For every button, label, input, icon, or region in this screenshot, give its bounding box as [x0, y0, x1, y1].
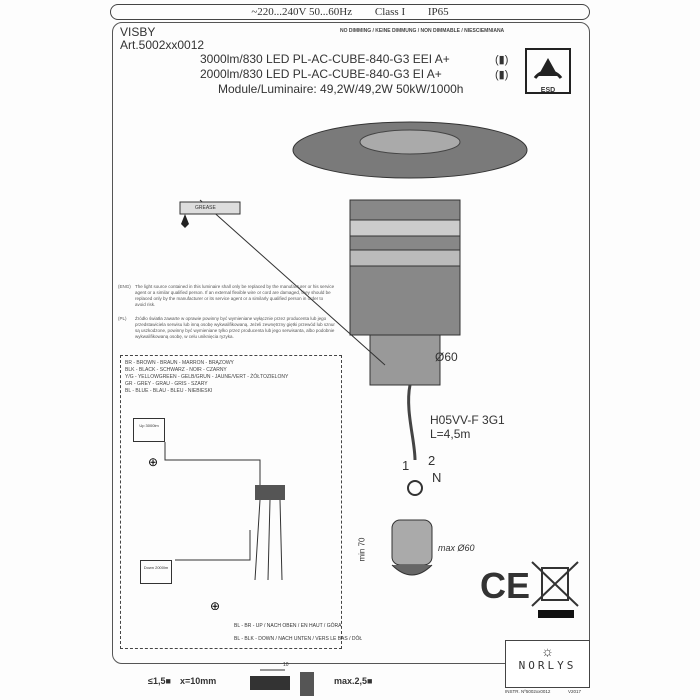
legend-item: BLK - BLACK - SCHWARZ - NOIR - CZARNY: [125, 367, 227, 373]
color-legend: BR - BROWN - BRAUN - MARRON - BRĄZOWY BL…: [125, 360, 288, 395]
grease-label: GREASE: [195, 205, 216, 211]
svg-text:⊕: ⊕: [148, 455, 158, 469]
esd-symbol: ESD: [525, 48, 571, 94]
power-line: Module/Luminaire: 49,2W/49,2W 50kW/1000h: [218, 82, 464, 96]
cable-length: L=4,5m: [430, 427, 471, 441]
up-label: BL - BR: [234, 623, 252, 629]
article-number: Art.5002xx0012: [120, 38, 205, 52]
eng-note: The light source contained in this lumin…: [135, 284, 335, 307]
module-up: Up 3000lm: [133, 418, 165, 442]
legend-item: BL - BLUE - BLAU - BLEU - NIEBIESKI: [125, 388, 213, 394]
down-text: - DOWN / NACH UNTEN / VERS LE BAS / DÓŁ: [255, 636, 363, 642]
voltage-spec: ~220...240V 50...60Hz: [251, 6, 353, 18]
wiring-up-note: BL - BR - UP / NACH OBEN / EN HAUT / GÓR…: [234, 623, 341, 629]
svg-text:⊕: ⊕: [210, 599, 220, 610]
wire-max: max.2,5■: [334, 676, 373, 686]
strip-length: x=10mm: [180, 676, 217, 686]
wiring-lines: ⊕ ⊕: [148, 442, 285, 610]
arrow-down-icon: (▮): [495, 69, 509, 81]
arrow-up-icon: (▮): [495, 54, 509, 66]
eng-tag: (ENG): [118, 284, 131, 289]
pole-mount-drawing: [391, 519, 433, 576]
module-down: Down 2000lm: [140, 560, 172, 584]
instruction-number: INSTR. Nº5002xx0012: [505, 689, 551, 694]
brand-logo: ☼ NORLYS: [505, 640, 590, 688]
pole-diameter: Ø60: [435, 350, 458, 364]
up-text: - UP / NACH OBEN / EN HAUT / GÓRA: [252, 623, 342, 629]
esd-label: ESD: [540, 87, 556, 94]
version: V2017: [568, 689, 582, 694]
legend-item: Y/G - YELLOWGREEN - GELB/GRUN - JAUNE/VE…: [125, 374, 289, 380]
ip-rating: IP65: [427, 6, 449, 18]
min-height: min 70: [357, 537, 367, 562]
main-panel: [112, 22, 590, 664]
terminal-1: 1: [402, 458, 410, 473]
down-label: BL - BLK: [234, 636, 254, 642]
spec-line-down: 2000lm/830 LED PL-AC-CUBE-840-G3 EI A+: [200, 67, 442, 81]
terminal-n: N: [432, 470, 442, 485]
spec-line-up: 3000lm/830 LED PL-AC-CUBE-840-G3 EEI A+: [200, 52, 450, 66]
cable-type: H05VV-F 3G1: [430, 413, 505, 427]
strip-dim: 10: [283, 662, 289, 668]
brand-name: NORLYS: [518, 659, 577, 672]
legend-item: BR - BROWN - BRAUN - MARRON - BRĄZOWY: [125, 360, 234, 366]
wire-strip-diagram: [250, 669, 314, 696]
electrical-spec-bar: ~220...240V 50...60Hz Class I IP65: [110, 4, 590, 20]
wiring-diagram-box: [120, 355, 342, 649]
dimming-note: NO DIMMING / KEINE DIMMUNG / NON DIMMABL…: [340, 28, 505, 34]
sun-cube-icon: ☼: [541, 643, 554, 659]
wire-min: ≤1,5■: [148, 676, 171, 686]
terminal-2: 2: [428, 453, 436, 468]
weee-bin-icon: [531, 561, 579, 618]
pl-note: Źródło światła zawarte w oprawie powinny…: [135, 316, 335, 339]
pl-tag: (PL): [118, 316, 127, 321]
luminaire-drawing: [179, 121, 528, 496]
legend-item: GR - GREY - GRAU - GRIS - SZARY: [125, 381, 208, 387]
max-diameter: max Ø60: [438, 543, 475, 553]
wiring-down-note: BL - BLK - DOWN / NACH UNTEN / VERS LE B…: [234, 636, 362, 642]
product-name: VISBY: [120, 25, 156, 39]
ce-mark: CE: [480, 565, 531, 606]
class-spec: Class I: [374, 6, 406, 18]
